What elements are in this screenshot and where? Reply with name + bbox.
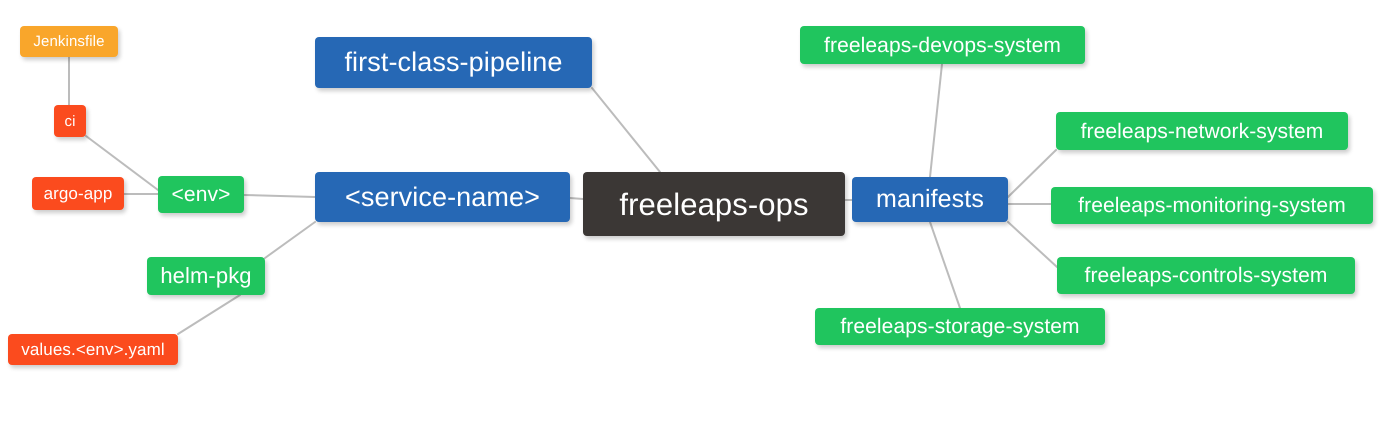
- mindmap-node-label: freeleaps-controls-system: [1084, 264, 1328, 287]
- edge-manifests-to-freeleaps-network-system: [1007, 149, 1057, 198]
- mindmap-node-label: ci: [64, 112, 76, 130]
- mindmap-node-helm-pkg[interactable]: helm-pkg: [147, 257, 265, 295]
- edge-helm-pkg-to-values-yaml: [177, 294, 241, 335]
- mindmap-node-label: <service-name>: [345, 181, 540, 212]
- mindmap-node-label: freeleaps-monitoring-system: [1078, 194, 1346, 217]
- mindmap-node-freeleaps-monitoring-system[interactable]: freeleaps-monitoring-system: [1051, 187, 1373, 224]
- mindmap-node-label: argo-app: [43, 184, 113, 203]
- edge-root-to-first-class-pipeline: [591, 87, 661, 173]
- mindmap-node-label: Jenkinsfile: [33, 33, 105, 50]
- mindmap-node-freeleaps-storage-system[interactable]: freeleaps-storage-system: [815, 308, 1105, 345]
- mindmap-node-label: freeleaps-storage-system: [840, 315, 1080, 338]
- mindmap-node-label: freeleaps-ops: [619, 186, 809, 222]
- mindmap-node-label: freeleaps-network-system: [1080, 119, 1324, 143]
- mindmap-node-manifests[interactable]: manifests: [852, 177, 1008, 222]
- edge-service-name-to-helm-pkg: [264, 221, 316, 259]
- mindmap-node-service-name[interactable]: <service-name>: [315, 172, 570, 222]
- mindmap-node-first-class-pipeline[interactable]: first-class-pipeline: [315, 37, 592, 88]
- mindmap-node-label: freeleaps-devops-system: [824, 33, 1061, 57]
- mindmap-node-label: values.<env>.yaml: [21, 340, 165, 359]
- edge-manifests-to-freeleaps-controls-system: [1007, 221, 1058, 268]
- mindmap-node-freeleaps-devops-system[interactable]: freeleaps-devops-system: [800, 26, 1085, 64]
- edge-service-name-to-env: [243, 194, 316, 198]
- mindmap-node-freeleaps-network-system[interactable]: freeleaps-network-system: [1056, 112, 1348, 150]
- edge-root-to-service-name: [569, 197, 584, 200]
- mindmap-node-label: manifests: [876, 185, 984, 213]
- edge-manifests-to-freeleaps-devops-system: [929, 63, 943, 178]
- edge-manifests-to-freeleaps-storage-system: [929, 221, 961, 309]
- mindmap-node-argo-app[interactable]: argo-app: [32, 177, 124, 210]
- mindmap-node-jenkinsfile[interactable]: Jenkinsfile: [20, 26, 118, 57]
- mindmap-node-env[interactable]: <env>: [158, 176, 244, 213]
- mindmap-node-values-yaml[interactable]: values.<env>.yaml: [8, 334, 178, 365]
- mindmap-node-label: helm-pkg: [160, 263, 252, 288]
- mindmap-node-freeleaps-controls-system[interactable]: freeleaps-controls-system: [1057, 257, 1355, 294]
- mindmap-node-ci[interactable]: ci: [54, 105, 86, 137]
- mindmap-node-root[interactable]: freeleaps-ops: [583, 172, 845, 236]
- mindmap-node-label: <env>: [171, 183, 231, 206]
- mindmap-node-label: first-class-pipeline: [344, 47, 563, 77]
